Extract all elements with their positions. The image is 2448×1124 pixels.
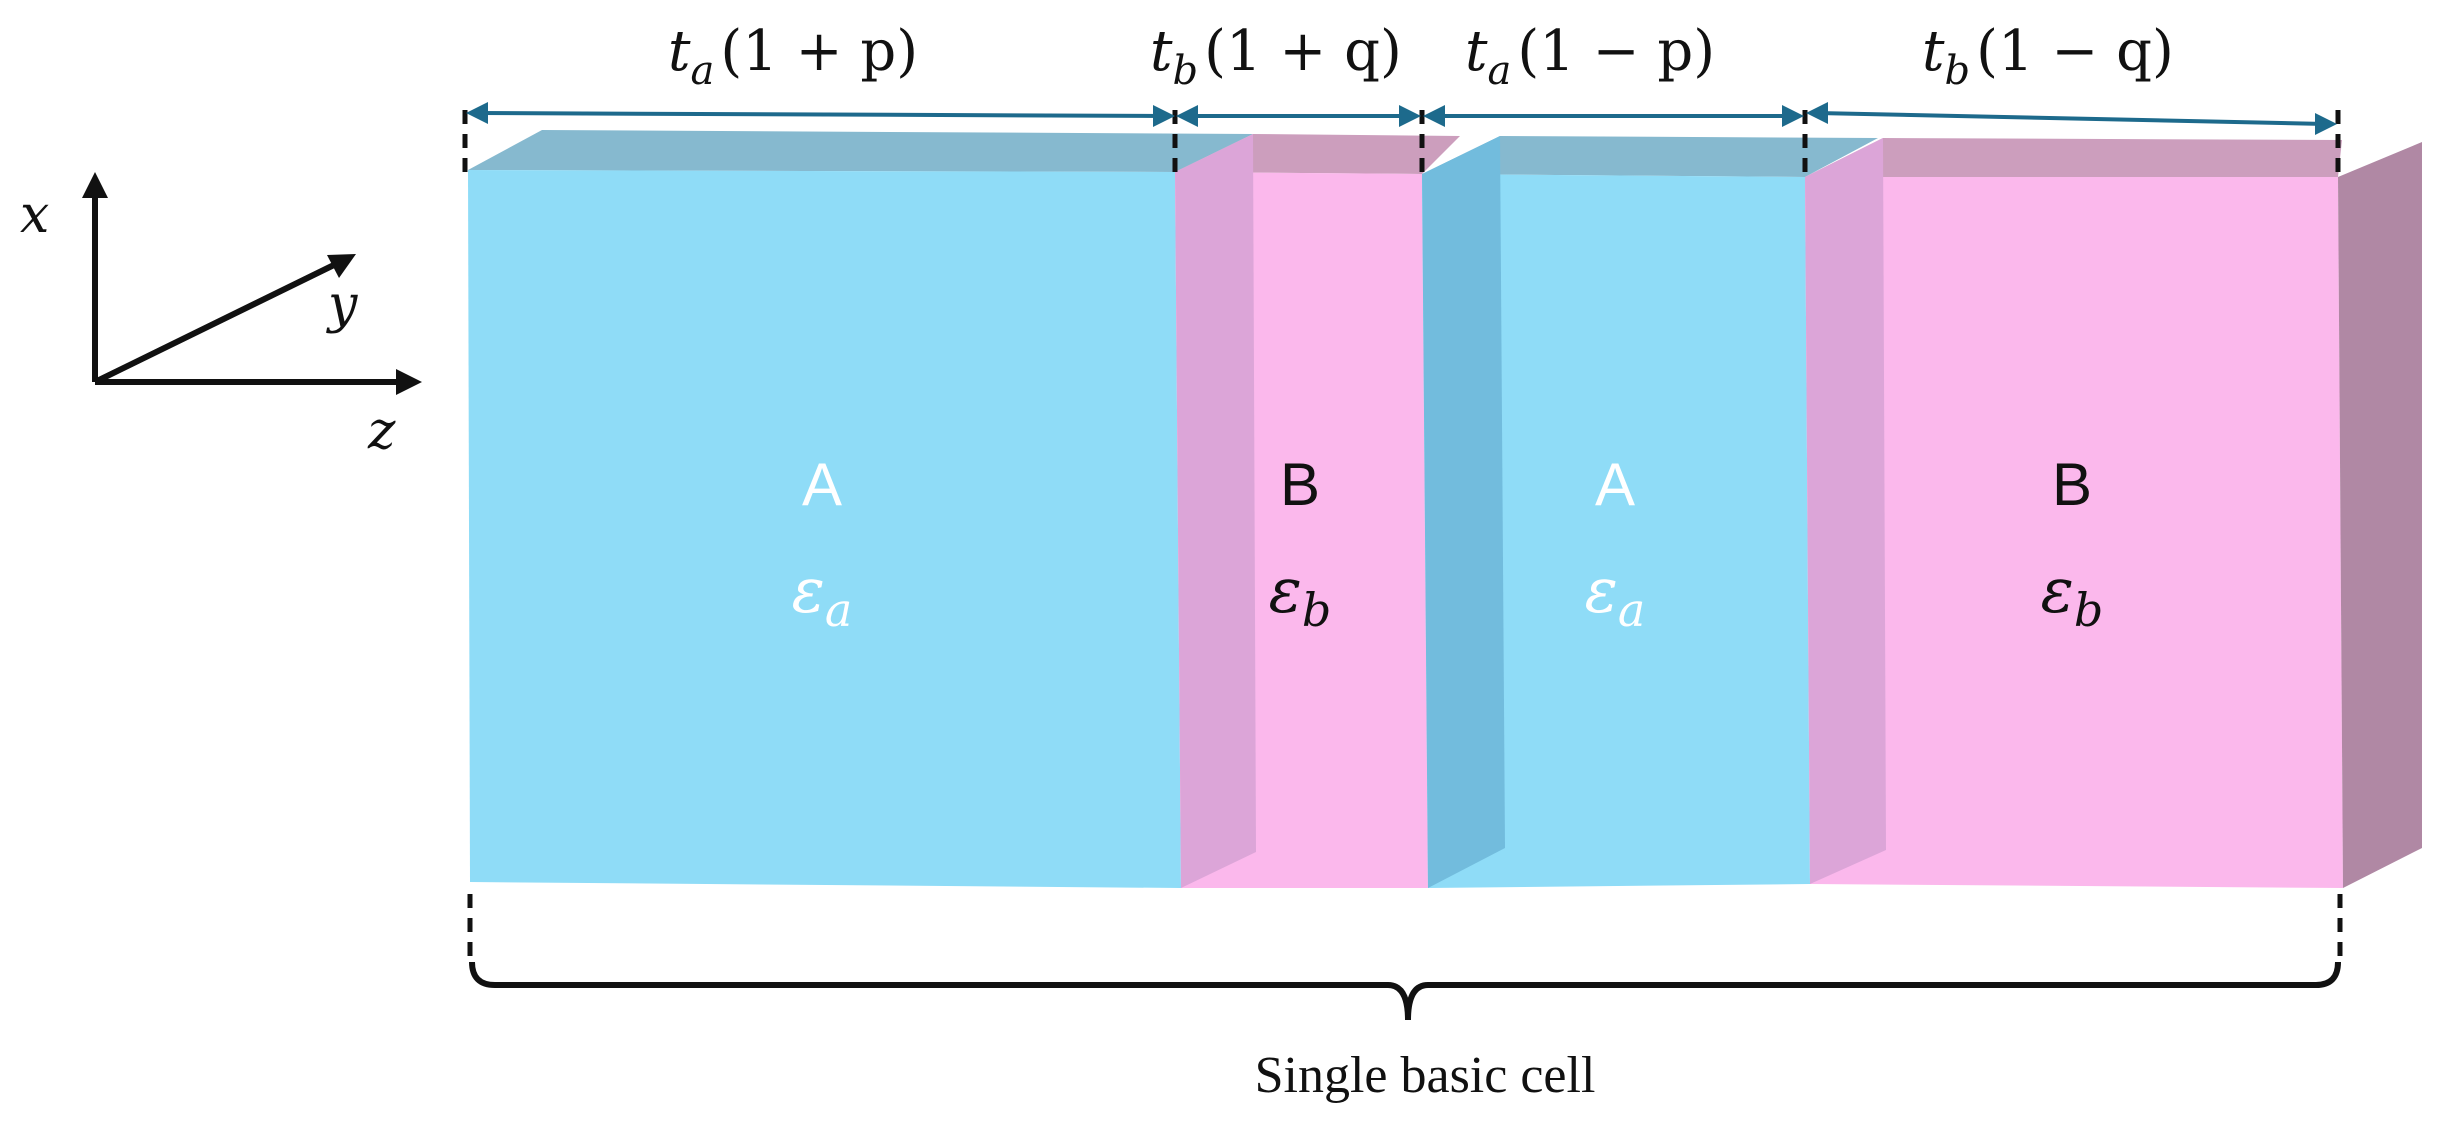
- axes-icon: x y z: [20, 172, 422, 461]
- dimension-arrow-1-line: [477, 111, 1164, 118]
- dimension-labels: ta(1 + p) tb(1 + q) ta(1 − p) tb(1 − q): [668, 19, 2174, 94]
- block-b2-right-end-face: [2338, 142, 2422, 888]
- x-axis-label: x: [20, 185, 49, 245]
- dimension-arrowheads: [466, 102, 2337, 135]
- block-a2-left-shade: [1422, 136, 1505, 888]
- block-b2-letter: B: [2052, 451, 2092, 518]
- dimension-arrow-4-line: [1816, 111, 2327, 126]
- boundary-ticks: [462, 110, 2343, 960]
- dimension-arrow-1-right-head: [1153, 105, 1175, 127]
- block-a1-top-face: [468, 130, 1253, 172]
- block-b2-permittivity: εb: [2041, 554, 2104, 637]
- dimension-label-4: tb(1 − q): [1922, 19, 2174, 94]
- z-axis-arrowhead: [396, 369, 422, 395]
- block-b1-letter: B: [1280, 451, 1320, 518]
- dimension-arrow-2-right-head: [1399, 105, 1421, 127]
- block-b2-front-face: [1805, 177, 2343, 888]
- dimension-arrow-4-left-head: [1806, 102, 1828, 124]
- dimension-arrow-3-right-head: [1782, 105, 1804, 127]
- dimension-arrow-3-left-head: [1423, 105, 1445, 127]
- unit-cell-caption: Single basic cell: [1255, 1047, 1596, 1104]
- dimension-arrow-4-right-head: [2315, 113, 2337, 135]
- block-b1-permittivity: εb: [1269, 554, 1332, 637]
- block-a1-letter: A: [802, 451, 842, 518]
- dimension-label-3: ta(1 − p): [1465, 19, 1715, 94]
- block-b1-left-shade: [1175, 134, 1256, 888]
- z-axis-label: z: [367, 401, 396, 461]
- block-labels: A εa B εb A εa B εb: [792, 451, 2104, 637]
- block-a1-front-face: [468, 170, 1181, 888]
- block-b2-left-shade: [1805, 138, 1886, 884]
- dimension-label-1: ta(1 + p): [668, 19, 918, 94]
- x-axis-arrowhead: [82, 172, 108, 198]
- blocks: [468, 130, 2422, 888]
- block-a2-permittivity: εa: [1585, 554, 1646, 637]
- dimension-arrow-2-left-head: [1176, 105, 1198, 127]
- dimension-arrow-1-left-head: [466, 102, 488, 124]
- block-a2-top-face: [1422, 136, 1878, 177]
- dimension-label-2: tb(1 + q): [1150, 19, 1402, 94]
- unit-cell-brace: [469, 961, 2341, 1021]
- block-b2-top-face: [1805, 138, 2342, 177]
- dimension-arrows: [477, 111, 2327, 126]
- y-axis-line: [93, 260, 340, 385]
- block-a1-permittivity: εa: [792, 554, 853, 637]
- block-a2-letter: A: [1595, 451, 1635, 518]
- y-axis-label: y: [326, 275, 358, 335]
- block-a2-front-face: [1422, 174, 1810, 888]
- y-axis-arrowhead: [327, 254, 356, 278]
